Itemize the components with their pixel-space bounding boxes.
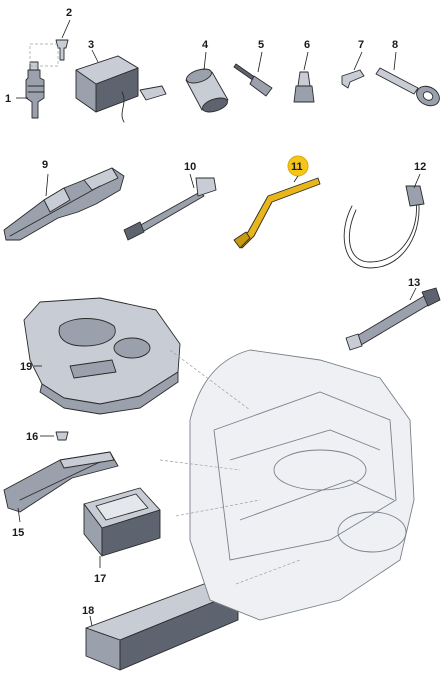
svg-text:12: 12 [414, 161, 426, 173]
part-13-wrench-handle[interactable] [345, 287, 441, 351]
callout-2: 2 [61, 7, 72, 39]
callout-18: 18 [82, 605, 94, 627]
part-4-canister[interactable] [185, 66, 229, 114]
callout-5: 5 [257, 39, 264, 73]
part-17-storage-box[interactable] [83, 487, 161, 557]
callout-13: 13 [408, 277, 420, 301]
callout-1: 1 [5, 93, 28, 105]
part-7-clip[interactable] [341, 69, 365, 89]
callout-10: 10 [184, 161, 196, 189]
svg-text:7: 7 [358, 39, 364, 51]
svg-text:4: 4 [202, 39, 209, 51]
svg-text:2: 2 [66, 7, 72, 19]
part-12-strap[interactable] [343, 185, 425, 269]
part-10-wheel-wrench[interactable] [123, 177, 217, 241]
part-8-towing-eye[interactable] [375, 67, 443, 110]
part-9-jack[interactable] [3, 167, 125, 241]
part-18-long-box[interactable] [85, 583, 239, 671]
svg-text:1: 1 [5, 93, 11, 105]
svg-text:6: 6 [304, 39, 310, 51]
callout-7: 7 [353, 39, 364, 71]
car-rear-outline [159, 349, 415, 621]
callout-19: 19 [20, 361, 42, 373]
part-6-bolt[interactable] [293, 71, 315, 103]
part-11-assembly-tool[interactable] [233, 177, 321, 249]
svg-text:10: 10 [184, 161, 196, 173]
part-3-compressor[interactable] [75, 55, 167, 123]
part-16-fastener[interactable] [55, 431, 69, 441]
svg-text:13: 13 [408, 277, 420, 289]
callout-17: 17 [94, 556, 106, 585]
svg-text:11: 11 [291, 161, 303, 173]
part-2-cap[interactable] [29, 39, 69, 67]
callout-16: 16 [26, 431, 54, 443]
callout-8: 8 [392, 39, 398, 71]
callout-12: 12 [413, 161, 426, 189]
svg-text:15: 15 [12, 527, 24, 539]
svg-text:9: 9 [42, 159, 48, 171]
part-15-bracket[interactable] [3, 451, 119, 513]
callout-4: 4 [202, 39, 209, 71]
svg-text:17: 17 [94, 573, 106, 585]
svg-text:18: 18 [82, 605, 94, 617]
callout-6: 6 [303, 39, 310, 71]
callout-15: 15 [12, 507, 24, 539]
svg-text:8: 8 [392, 39, 398, 51]
svg-text:19: 19 [20, 361, 32, 373]
part-5-tool[interactable] [233, 63, 273, 97]
svg-text:3: 3 [88, 39, 94, 51]
callout-11: 11 [287, 155, 309, 183]
part-1-valve-adaptor[interactable] [25, 61, 45, 119]
part-19-foam-holder[interactable] [23, 297, 181, 415]
svg-text:5: 5 [258, 39, 264, 51]
callout-9: 9 [42, 159, 49, 197]
callout-3: 3 [88, 39, 99, 63]
svg-text:16: 16 [26, 431, 38, 443]
